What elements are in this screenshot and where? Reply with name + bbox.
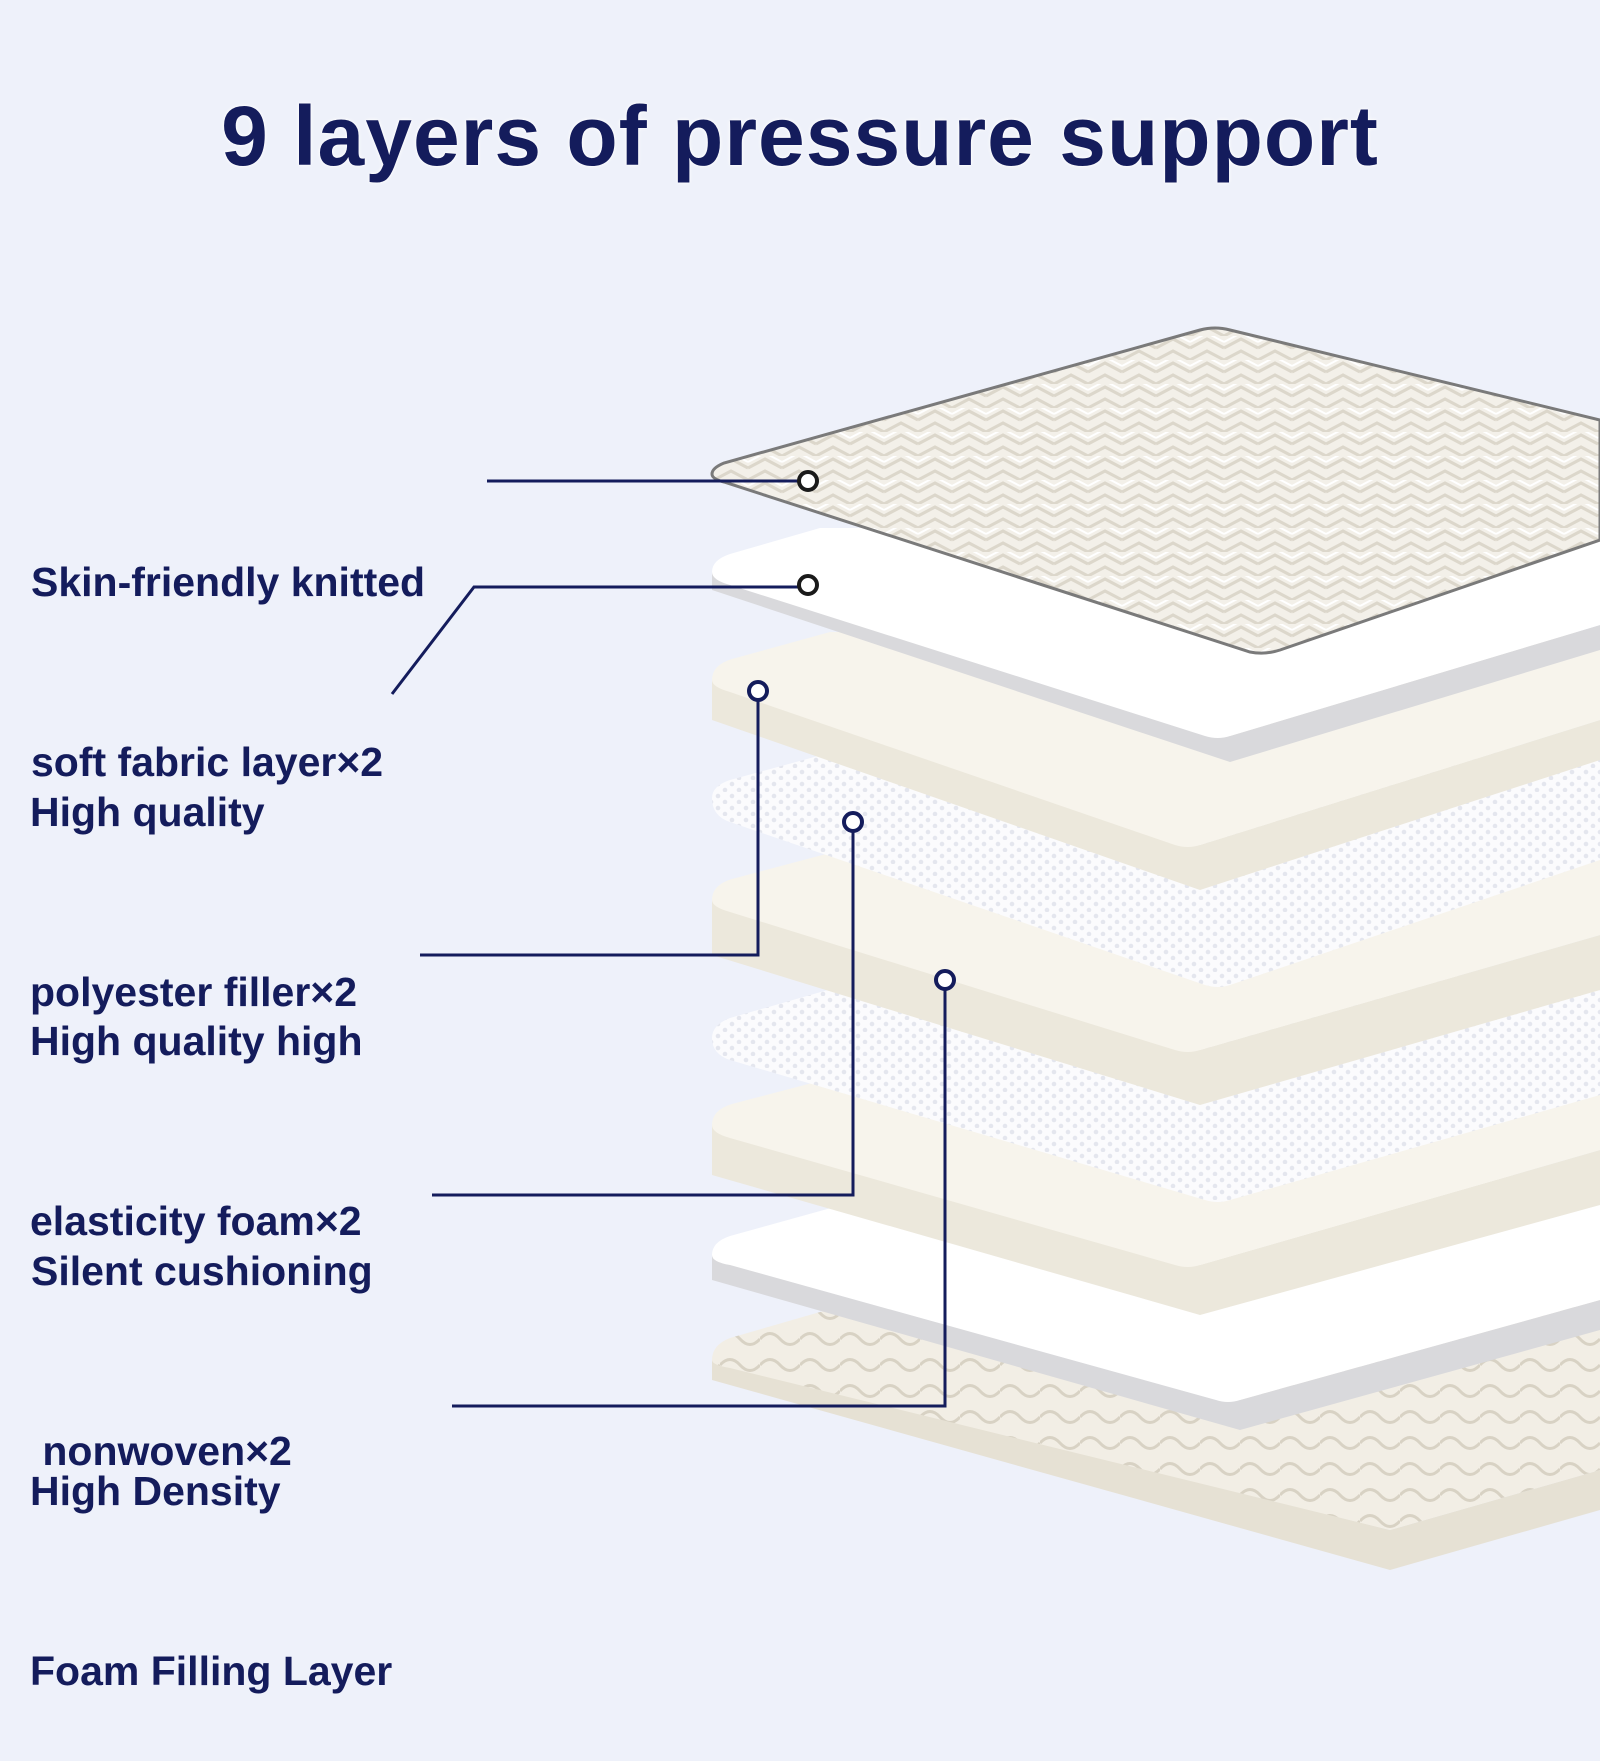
label-line: nonwoven×2: [31, 1428, 292, 1474]
leader-line-polyester-filler: [390, 585, 807, 695]
label-line: High quality high: [30, 1018, 363, 1064]
pointer-dot-knitted-fabric: [797, 470, 819, 492]
pointer-dot-density-foam: [934, 969, 956, 991]
label-nonwoven: Silent cushioning nonwoven×2: [31, 1121, 373, 1541]
label-line: Skin-friendly knitted: [31, 559, 426, 605]
pointer-dot-nonwoven: [842, 811, 864, 833]
label-polyester-filler: High quality polyester filler×2: [30, 662, 357, 1082]
label-line: elasticity foam×2: [30, 1198, 362, 1244]
label-line: Silent cushioning: [31, 1248, 373, 1294]
leader-line-elastic-foam: [420, 692, 760, 957]
label-line: High Density: [30, 1468, 281, 1514]
label-line: soft fabric layer×2: [31, 739, 384, 785]
label-line: Foam Filling Layer: [30, 1648, 393, 1694]
pointer-dot-polyester-filler: [797, 574, 819, 596]
pointer-dot-elastic-foam: [747, 680, 769, 702]
label-line: High quality: [30, 789, 265, 835]
label-density-foam: High Density Foam Filling Layer: [30, 1341, 392, 1761]
leader-line-density-foam: [452, 981, 947, 1408]
leader-line-nonwoven: [432, 823, 855, 1197]
label-elastic-foam: High quality high elasticity foam×2: [30, 891, 363, 1311]
label-line: polyester filler×2: [30, 969, 358, 1015]
page-title: 9 layers of pressure support: [221, 89, 1379, 183]
mattress-layer-stack: [390, 326, 1600, 1570]
label-knitted-fabric: Skin-friendly knitted soft fabric layer×…: [31, 432, 425, 852]
